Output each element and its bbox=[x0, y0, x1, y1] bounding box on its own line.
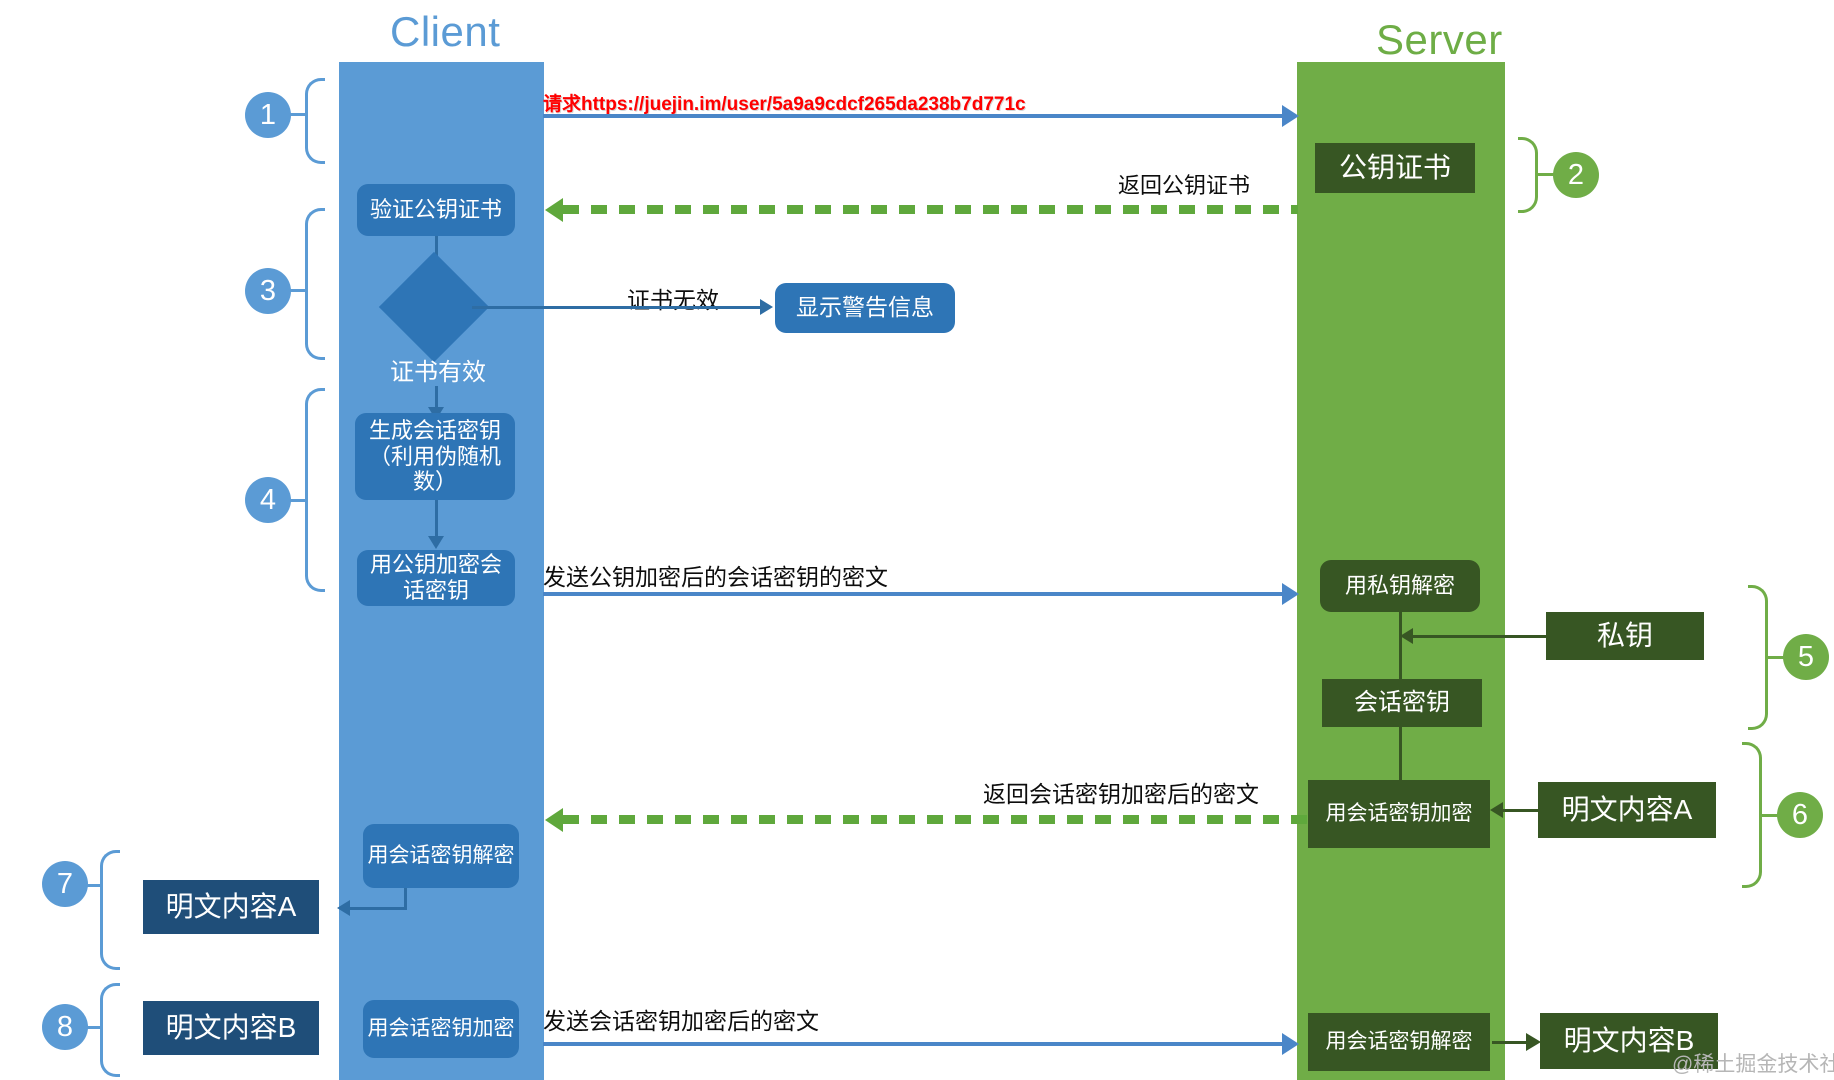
step-bracket-stem-4 bbox=[289, 499, 307, 502]
genkey-to-encrypt-arrow-head bbox=[428, 536, 444, 549]
step-bracket-stem-7 bbox=[84, 884, 102, 887]
return-cert-arrow-head bbox=[545, 198, 563, 222]
genkey-to-encrypt-line bbox=[435, 500, 438, 540]
return-cert-label: 返回公钥证书 bbox=[1118, 173, 1251, 198]
private-key-arrow-head bbox=[1400, 628, 1413, 644]
client-plaintext-b-box: 明文内容B bbox=[143, 1001, 319, 1055]
step-bracket-stem-1 bbox=[289, 113, 307, 116]
step-bracket-stem-8 bbox=[84, 1026, 102, 1029]
step-marker-7: 7 bbox=[42, 861, 88, 907]
request-arrow-head bbox=[1282, 105, 1299, 127]
send-encrypted-session-key-label: 发送公钥加密后的会话密钥的密文 bbox=[543, 564, 888, 590]
sessionkey-to-encrypt-line bbox=[1399, 727, 1402, 789]
send-session-key-arrow-line bbox=[543, 592, 1282, 596]
server-decrypt-with-session-key-box: 用会话密钥解密 bbox=[1308, 1013, 1490, 1071]
step-bracket-1 bbox=[305, 78, 325, 164]
return-encrypted-arrow-line bbox=[563, 815, 1308, 824]
step-marker-8: 8 bbox=[42, 1004, 88, 1050]
server-private-key-box: 私钥 bbox=[1546, 612, 1704, 660]
server-encrypt-with-session-key-box: 用会话密钥加密 bbox=[1308, 780, 1490, 848]
step-bracket-7 bbox=[100, 850, 120, 970]
cert-invalid-line bbox=[472, 306, 762, 309]
return-encrypted-arrow-head bbox=[545, 808, 563, 832]
return-cert-arrow-line bbox=[563, 205, 1298, 214]
server-plaintext-a-box: 明文内容A bbox=[1538, 782, 1716, 838]
plaintext-a-to-encrypt-arrow-head bbox=[1490, 802, 1503, 818]
send-encrypted-arrow-head bbox=[1282, 1033, 1299, 1055]
privkey-to-sessionkey-line bbox=[1399, 612, 1402, 690]
decrypt-to-plaintext-a-vline bbox=[404, 888, 407, 910]
send-session-key-arrow-head bbox=[1282, 583, 1299, 605]
private-key-line bbox=[1412, 635, 1546, 638]
plaintext-a-to-encrypt-line bbox=[1502, 809, 1540, 812]
send-encrypted-label: 发送会话密钥加密后的密文 bbox=[543, 1008, 819, 1034]
server-plaintext-b-box: 明文内容B bbox=[1540, 1013, 1718, 1069]
watermark-label: @稀土掘金技术社区 bbox=[1672, 1053, 1834, 1076]
server-session-key-box: 会话密钥 bbox=[1322, 679, 1482, 727]
step-bracket-stem-6 bbox=[1760, 814, 1778, 817]
send-encrypted-arrow-line bbox=[543, 1042, 1282, 1046]
client-plaintext-a-box: 明文内容A bbox=[143, 880, 319, 934]
client-encrypt-with-public-key-box: 用公钥加密会话密钥 bbox=[357, 550, 515, 606]
verify-to-decision-line bbox=[435, 236, 438, 266]
decision-to-genkey-line bbox=[435, 386, 438, 410]
step-marker-4: 4 bbox=[245, 477, 291, 523]
step-marker-3: 3 bbox=[245, 268, 291, 314]
server-public-key-cert-box: 公钥证书 bbox=[1315, 143, 1475, 193]
server-lane-title: Server bbox=[1376, 16, 1503, 63]
step-bracket-stem-5 bbox=[1766, 656, 1784, 659]
request-arrow-line bbox=[543, 114, 1282, 118]
cert-invalid-arrow-head bbox=[760, 299, 773, 315]
client-encrypt-with-session-key-box: 用会话密钥加密 bbox=[363, 1000, 519, 1058]
step-bracket-stem-2 bbox=[1536, 173, 1554, 176]
decrypt-to-plaintext-a-arrow-head bbox=[337, 900, 350, 916]
step-marker-2: 2 bbox=[1553, 152, 1599, 198]
client-lane-title: Client bbox=[390, 8, 501, 55]
client-decrypt-with-session-key-box: 用会话密钥解密 bbox=[363, 824, 519, 888]
decrypt-to-plaintext-b-line bbox=[1492, 1041, 1528, 1044]
cert-invalid-label: 证书无效 bbox=[627, 287, 719, 313]
step-bracket-stem-3 bbox=[289, 289, 307, 292]
server-decrypt-with-private-key-box: 用私钥解密 bbox=[1320, 560, 1480, 612]
step-bracket-8 bbox=[100, 983, 120, 1077]
step-marker-6: 6 bbox=[1777, 792, 1823, 838]
request-url-label: 请求https://juejin.im/user/5a9a9cdcf265da2… bbox=[543, 94, 1026, 115]
return-encrypted-label: 返回会话密钥加密后的密文 bbox=[983, 781, 1259, 807]
step-bracket-5 bbox=[1748, 585, 1768, 730]
decrypt-to-plaintext-a-hline bbox=[349, 907, 406, 910]
step-bracket-6 bbox=[1742, 742, 1762, 888]
step-bracket-3 bbox=[305, 208, 325, 360]
step-marker-1: 1 bbox=[245, 92, 291, 138]
step-bracket-4 bbox=[305, 388, 325, 592]
decrypt-to-plaintext-b-arrow-head bbox=[1526, 1033, 1541, 1051]
cert-valid-label: 证书有效 bbox=[390, 359, 486, 386]
client-show-warning-box: 显示警告信息 bbox=[775, 283, 955, 333]
step-bracket-2 bbox=[1518, 137, 1538, 213]
client-verify-cert-box: 验证公钥证书 bbox=[357, 184, 515, 236]
step-marker-5: 5 bbox=[1783, 634, 1829, 680]
client-generate-session-key-box: 生成会话密钥 （利用伪随机数） bbox=[355, 413, 515, 500]
